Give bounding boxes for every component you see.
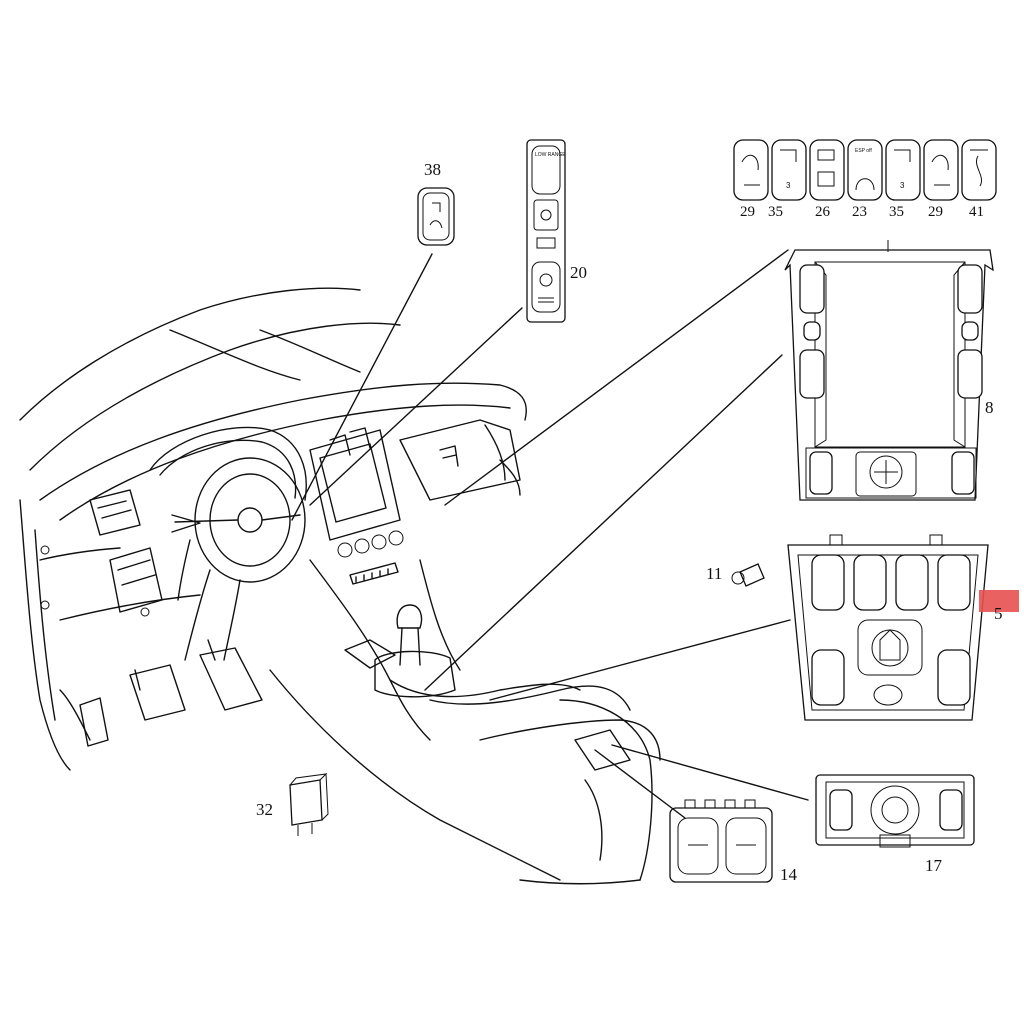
part-38-switch: [417, 187, 455, 246]
switch-label-26: 26: [815, 204, 830, 220]
esp-off-text: ESP off: [855, 148, 872, 154]
low-range-text: LOW RANGE: [535, 152, 566, 158]
switch-row: 3 ESP off 3: [733, 139, 997, 201]
leader-lines: [291, 249, 809, 819]
part-8-console-panel: [784, 240, 994, 501]
part-11-bulb: [731, 563, 765, 587]
part-5-console-panel: [787, 534, 989, 721]
switch-label-29b: 29: [928, 204, 943, 220]
switch-35a-text: 3: [786, 181, 791, 190]
part-14-switch-block: [669, 799, 773, 883]
label-14: 14: [780, 865, 797, 884]
label-20: 20: [570, 263, 587, 282]
switch-label-23: 23: [852, 204, 867, 220]
highlight-marker: [979, 590, 1019, 612]
part-17-switch-panel: [815, 774, 975, 848]
switch-label-35b: 35: [889, 204, 904, 220]
part-32-relay: [289, 772, 329, 836]
switch-label-29a: 29: [740, 204, 755, 220]
dashboard-illustration: [19, 287, 661, 885]
label-32: 32: [256, 800, 273, 819]
label-38: 38: [424, 160, 441, 179]
switch-label-41: 41: [969, 204, 984, 220]
label-5: 5: [994, 604, 1003, 623]
label-8: 8: [985, 398, 994, 417]
part-20-switch-strip: LOW RANGE: [526, 139, 566, 323]
switch-label-35a: 35: [768, 204, 783, 220]
switch-35b-text: 3: [900, 181, 905, 190]
label-17: 17: [925, 856, 942, 875]
label-11: 11: [706, 564, 723, 583]
